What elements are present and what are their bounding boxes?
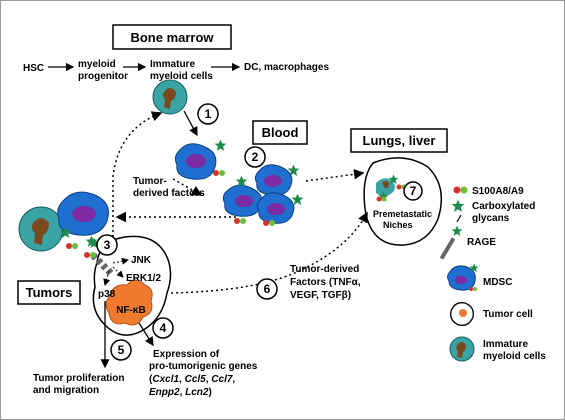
blood-box: Blood [252,120,308,145]
factors-label-1: Tumor-derived [290,264,359,275]
immature-cell-bone-marrow [152,79,188,115]
lungs-liver-box: Lungs, liver [350,128,448,153]
legend-tumor-cell: Tumor cell [483,309,533,320]
factors-label-3: VEGF, TGFβ) [290,290,351,301]
bone-marrow-box: Bone marrow [112,24,232,50]
step-3-number: 3 [104,238,111,252]
s100-green-dot [460,186,468,194]
lungs-liver-label: Lungs, liver [363,133,436,148]
premetastatic-label-1: Premetastatic [373,209,432,219]
step-7-number: 7 [410,184,417,198]
step-1-number: 1 [205,107,212,121]
erk-label: ERK1/2 [126,273,161,284]
tumor-site-cells [18,191,109,252]
genes-line-2: Enpp2, Lcn2) [149,387,212,398]
premetastatic-niche: Premetastatic Niches [363,157,443,246]
mdsc-blood-group [174,139,304,226]
legend: S100A8/A9 Carboxylated glycans RAGE MDSC… [439,186,546,362]
tumor-cell-legend-icon [450,302,474,326]
hsc-label: HSC [23,63,44,74]
legend-s100: S100A8/A9 [472,186,524,197]
expression-label-1: Expression of [153,349,220,360]
tumor-cell-signaling: NF-κB JNK ERK1/2 p38 [90,235,172,336]
genes-line-1: (Cxcl1, Ccl5, Ccl7, [149,374,235,385]
tumor-derived-label-1: Tumor- [133,176,167,187]
rage-icon [439,225,463,260]
legend-immature-2: myeloid cells [483,351,546,362]
carboxylated-star-icon [451,199,465,212]
step-4-number: 4 [160,321,167,335]
premetastatic-label-2: Niches [383,220,413,230]
immature-label-2: myeloid cells [150,71,213,82]
legend-carboxy-2: glycans [472,213,510,224]
expression-label-2: pro-tumorigenic genes [149,361,258,372]
legend-mdsc: MDSC [483,277,512,288]
step-5-number: 5 [118,343,125,357]
legend-rage: RAGE [467,237,496,248]
legend-carboxy-1: Carboxylated [472,201,535,212]
step-2-number: 2 [252,150,259,164]
myeloid-label-1: myeloid [78,59,116,70]
step-1-marker [197,103,219,125]
step-5-marker [110,339,132,361]
myeloid-label-2: progenitor [78,71,128,82]
dc-macrophages-label: DC, macrophages [244,62,329,73]
immature-label-1: Immature [150,59,195,70]
factors-label-2: Factors (TNFα, [290,277,361,288]
legend-immature-1: Immature [483,339,528,350]
proliferation-label-1: Tumor proliferation [33,373,124,384]
blood-label: Blood [262,125,299,140]
step-4-marker [152,317,174,339]
tumor-derived-label-2: derived factors [133,188,205,199]
proliferation-label-2: and migration [33,385,99,396]
tumors-box: Tumors [17,280,81,305]
p38-label: p38 [98,289,116,300]
s100-red-dot [453,186,461,194]
jnk-label: JNK [131,255,152,266]
nfkb-shape [105,279,153,326]
step-7-marker [403,181,423,201]
nfkb-label: NF-κB [116,305,145,316]
carboxylated-tail-icon [456,214,462,223]
bone-marrow-label: Bone marrow [130,30,214,45]
immature-legend-icon [449,336,475,362]
step-6-marker [256,278,278,300]
step-6-number: 6 [264,282,271,296]
step-2-marker [244,146,266,168]
step-3-marker [96,234,118,256]
tumors-label: Tumors [26,285,73,300]
mdsc-legend-icon [447,263,479,291]
